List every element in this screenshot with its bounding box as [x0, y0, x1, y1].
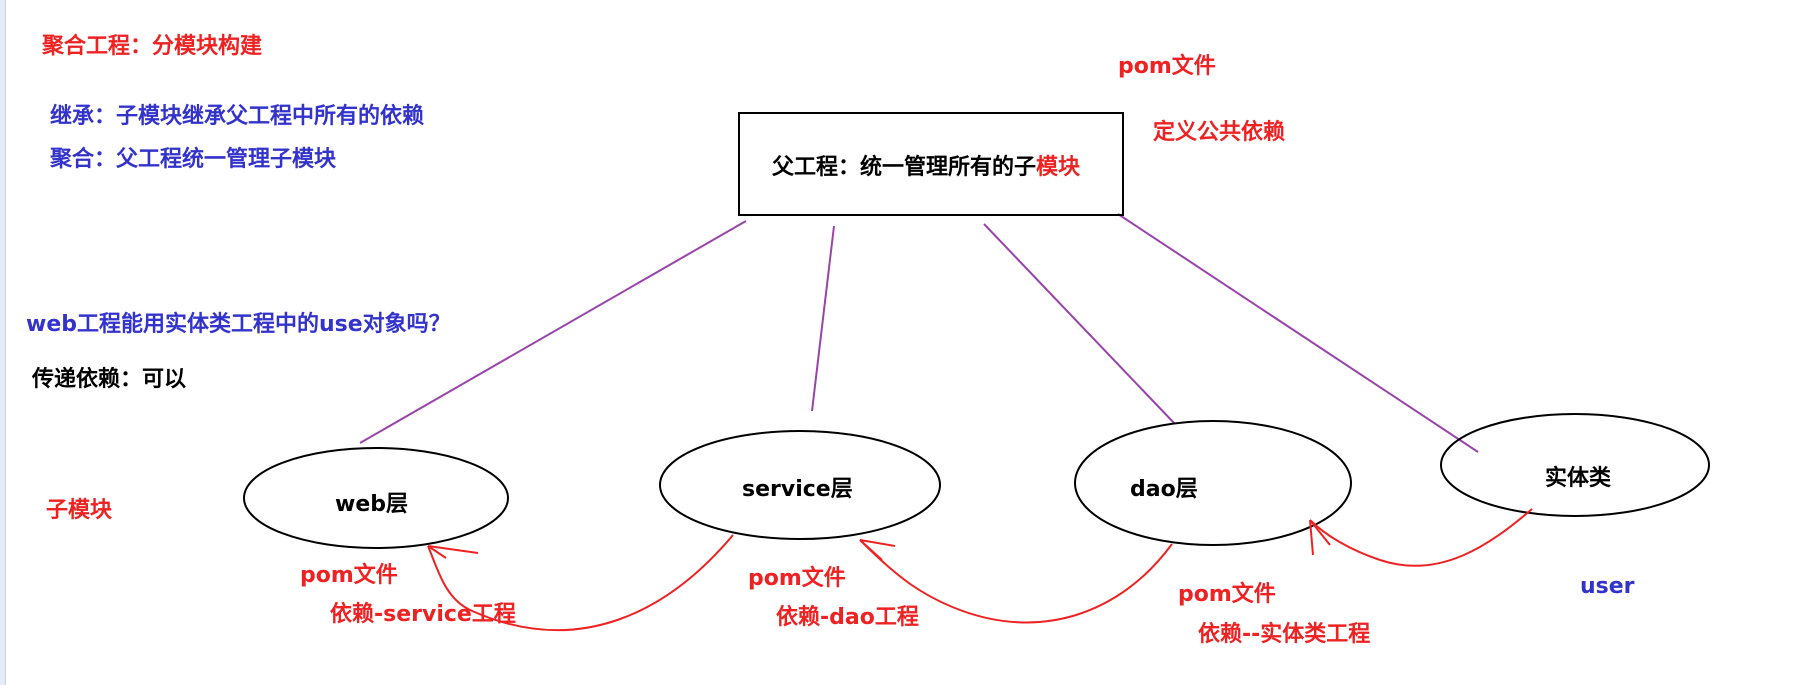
web-pom-label: pom文件 — [300, 563, 398, 588]
parent-label-prefix: 父工程：统一管理所有的子 — [772, 155, 1037, 180]
parent-project-box — [738, 112, 1124, 216]
transitive-answer: 传递依赖：可以 — [32, 367, 187, 392]
module-dao-label: dao层 — [1130, 477, 1198, 502]
module-dao-shape — [1074, 420, 1352, 546]
link-parent-dao — [983, 223, 1176, 425]
dependency-arrow-service-dao — [859, 539, 1173, 624]
aggregation-title: 聚合工程：分模块构建 — [42, 34, 263, 59]
parent-pom-label: pom文件 — [1118, 54, 1216, 79]
aggregation-definition: 聚合：父工程统一管理子模块 — [50, 147, 337, 172]
module-web-label: web层 — [335, 492, 408, 517]
module-service-label: service层 — [742, 477, 853, 502]
dependency-arrowhead-web — [427, 545, 479, 559]
module-entity-label: 实体类 — [1545, 466, 1612, 491]
dependency-arrow-web-service — [427, 534, 734, 632]
parent-label-highlight: 模块 — [1036, 155, 1081, 180]
dao-pom-label: pom文件 — [1178, 582, 1276, 607]
module-service-shape — [659, 430, 941, 540]
transitive-question: web工程能用实体类工程中的use对象吗？ — [26, 312, 451, 337]
inheritance-definition: 继承：子模块继承父工程中所有的依赖 — [50, 104, 425, 129]
link-parent-entity — [1117, 213, 1479, 453]
module-entity-shape — [1440, 413, 1710, 517]
dependency-arrowhead-service — [859, 539, 896, 561]
parent-pom-description: 定义公共依赖 — [1153, 120, 1286, 145]
window-left-edge — [0, 0, 6, 685]
link-parent-service — [811, 225, 835, 412]
dependency-arrowhead-dao — [1309, 519, 1331, 556]
service-pom-label: pom文件 — [748, 566, 846, 591]
web-dependency-label: 依赖-service工程 — [330, 602, 516, 627]
service-dependency-label: 依赖-dao工程 — [776, 605, 919, 630]
entity-user-label: user — [1580, 574, 1635, 599]
parent-project-label: 父工程：统一管理所有的子模块 — [772, 155, 1080, 181]
dao-dependency-label: 依赖--实体类工程 — [1198, 622, 1371, 647]
submodules-label: 子模块 — [46, 498, 113, 523]
dependency-arrow-dao-entity — [1309, 508, 1533, 567]
link-parent-web — [359, 220, 747, 444]
module-web-shape — [243, 447, 509, 549]
